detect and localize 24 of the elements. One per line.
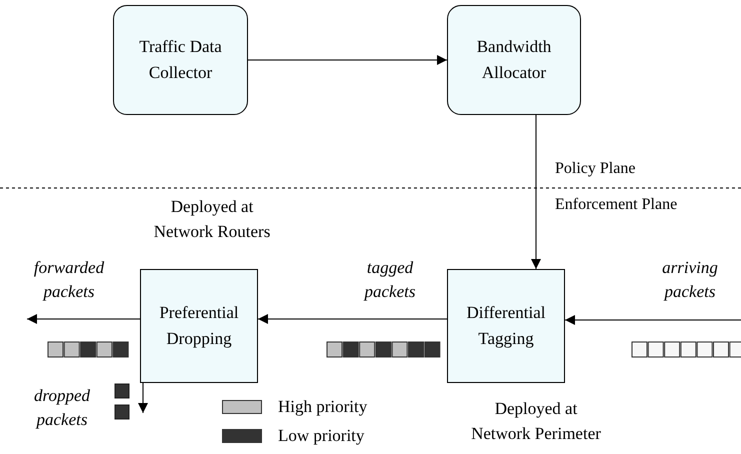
process-box bbox=[447, 269, 565, 383]
legend-text: Low priority bbox=[278, 425, 364, 447]
arrow bbox=[248, 55, 448, 65]
process-box bbox=[113, 5, 248, 115]
arrow bbox=[531, 114, 541, 270]
legend-text: High priority bbox=[278, 396, 368, 418]
arrow bbox=[258, 314, 448, 324]
box-label: Traffic Data Collector bbox=[138, 36, 223, 84]
box-label: Preferential Dropping bbox=[158, 302, 240, 350]
plane-label: Policy Plane bbox=[555, 159, 636, 179]
edge-label: dropped packets bbox=[32, 385, 92, 431]
deployment-note: Deployed at Network Routers bbox=[152, 196, 272, 243]
arrow bbox=[564, 315, 741, 325]
edge-label: forwarded packets bbox=[32, 257, 106, 303]
edge-label: arriving packets bbox=[661, 257, 719, 303]
arrow bbox=[138, 382, 148, 414]
edge-label: tagged packets bbox=[362, 257, 416, 303]
box-label: Differential Tagging bbox=[466, 302, 546, 350]
box-label: Bandwidth Allocator bbox=[476, 36, 552, 84]
arrow bbox=[26, 314, 140, 324]
process-box bbox=[140, 269, 258, 383]
process-box bbox=[447, 5, 581, 115]
plane-label: Enforcement Plane bbox=[555, 195, 678, 215]
deployment-note: Deployed at Network Perimeter bbox=[470, 398, 602, 445]
